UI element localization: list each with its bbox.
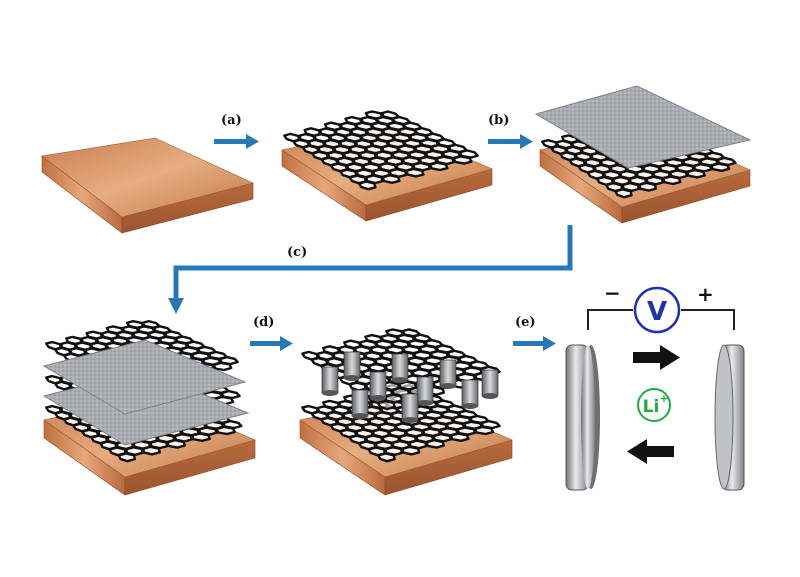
pillar-icon bbox=[351, 389, 369, 417]
ion-label: Li bbox=[643, 397, 660, 417]
polygon-sheet-icon bbox=[534, 85, 752, 169]
plus-sign: + bbox=[697, 282, 714, 306]
graphene-hex-icon bbox=[221, 419, 243, 430]
minus-sign: − bbox=[604, 281, 621, 305]
pillar-icon bbox=[481, 369, 499, 397]
pillar-icon bbox=[482, 393, 498, 399]
electrode-icon bbox=[565, 344, 600, 491]
pillar-icon bbox=[462, 403, 478, 409]
pillar-icon bbox=[392, 377, 408, 383]
graphene-hex-icon bbox=[218, 355, 239, 366]
process-arrow-icon bbox=[513, 336, 556, 351]
process-arrows bbox=[168, 134, 573, 351]
pillar-icon bbox=[344, 375, 360, 381]
process-arrow-icon bbox=[488, 134, 533, 149]
process-arrow-icon bbox=[250, 336, 293, 351]
step-label-e: (e) bbox=[515, 315, 536, 330]
electrode-icon bbox=[714, 344, 745, 491]
graphene-hex-icon bbox=[458, 149, 479, 159]
pillar-icon bbox=[417, 400, 433, 406]
pillar-icon bbox=[321, 366, 339, 394]
pillar-icon bbox=[322, 390, 338, 396]
graphene-layers bbox=[45, 110, 737, 463]
pillar-icon bbox=[352, 413, 368, 419]
pillar-icon bbox=[370, 395, 386, 401]
graphene-hex-icon bbox=[480, 419, 501, 430]
polygon-sheet-icon bbox=[42, 339, 247, 415]
graphene-hex-icon bbox=[716, 156, 737, 167]
pillar-icon bbox=[402, 417, 418, 423]
ion-charge: + bbox=[659, 392, 668, 405]
arrow-right-icon bbox=[633, 345, 680, 370]
pillar-icon bbox=[401, 393, 419, 421]
step-label-c: (c) bbox=[287, 245, 307, 260]
step-label-b: (b) bbox=[488, 113, 509, 128]
step-label-d: (d) bbox=[253, 315, 274, 330]
process-arrow-icon bbox=[168, 225, 573, 314]
pillar-icon bbox=[343, 351, 361, 379]
process-arrow-icon bbox=[214, 134, 259, 149]
pillar-icon bbox=[369, 371, 387, 399]
copper-foil-icon bbox=[41, 137, 254, 218]
li-ion-icon: Li + bbox=[637, 388, 671, 422]
step-label-a: (a) bbox=[221, 113, 242, 128]
pillar-icon bbox=[416, 376, 434, 404]
pillar-icon bbox=[439, 359, 457, 387]
voltmeter-label: V bbox=[647, 297, 667, 327]
pillar-icon bbox=[461, 379, 479, 407]
battery-schematic: − + V Li + bbox=[565, 281, 745, 491]
sheet-layers bbox=[42, 85, 752, 446]
pillar-icon bbox=[391, 353, 409, 381]
pillar-icon bbox=[440, 383, 456, 389]
voltmeter-icon: V bbox=[633, 286, 681, 334]
graphene-hex-icon bbox=[220, 389, 241, 400]
pillar-structures bbox=[321, 351, 499, 423]
arrow-left-icon bbox=[627, 439, 674, 464]
